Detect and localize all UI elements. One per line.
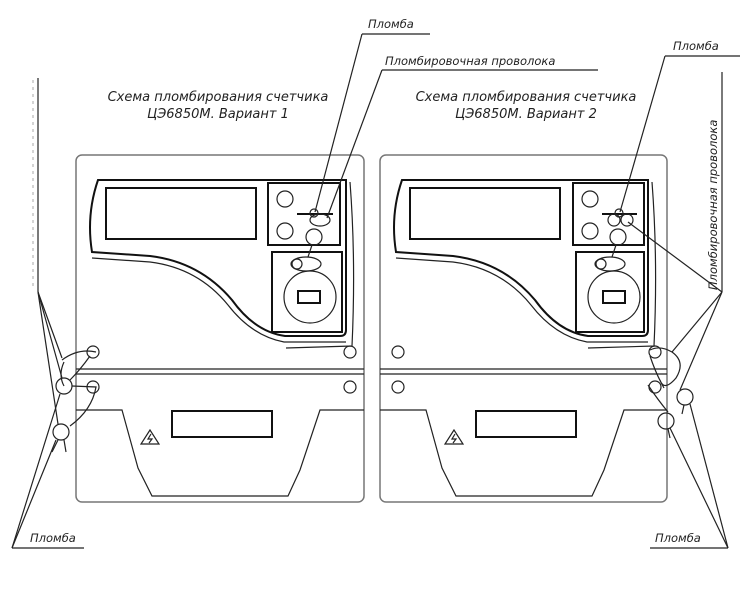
seal-loop <box>309 213 331 227</box>
meter-face-outline <box>587 181 657 349</box>
seal-button <box>305 228 323 246</box>
leader-seal <box>314 33 363 213</box>
leader-bottom-2 <box>11 439 57 549</box>
screw-bottom-right <box>343 380 357 394</box>
port-latch-pin <box>291 258 303 270</box>
optical-port <box>283 270 337 324</box>
label-plate <box>171 410 273 438</box>
wire-end-2 <box>667 428 671 439</box>
seal-wire-loops <box>647 347 681 413</box>
button-block <box>267 182 341 246</box>
optical-port <box>587 270 641 324</box>
leader-wire <box>627 221 723 293</box>
external-seal-2 <box>52 423 70 441</box>
wire-end <box>681 404 685 415</box>
meter-face-contour <box>91 257 346 343</box>
seal-loop <box>607 213 621 227</box>
screw-bottom-right <box>648 380 662 394</box>
optical-port-block <box>271 251 343 333</box>
leader-bottom-2 <box>669 427 729 549</box>
label-plate <box>475 410 577 438</box>
leader-3 <box>37 291 59 425</box>
meter-body <box>75 154 365 503</box>
external-seal-1 <box>676 388 694 406</box>
button-lower <box>276 222 294 240</box>
screw-top-left <box>391 345 405 359</box>
title-variant-2-line1: Схема пломбирования счетчика <box>416 90 637 105</box>
label-wire-vertical-v2: Пломбировочная проволока <box>706 120 720 290</box>
wire-end-2 <box>63 439 67 453</box>
meter-variant-1 <box>11 33 598 549</box>
warning-icon <box>443 428 465 445</box>
button-block <box>572 182 645 246</box>
optical-port-block <box>575 251 645 333</box>
seal-wire-loops <box>60 350 97 427</box>
title-variant-1-line1: Схема пломбирования счетчика <box>108 90 329 105</box>
leader-2 <box>37 291 63 379</box>
leader-bottom-1 <box>689 403 729 549</box>
label-seal-top-v1: Пломба <box>368 17 414 31</box>
screw-top-left <box>86 345 100 359</box>
meter-face-panel <box>393 179 649 337</box>
screw-bottom-left <box>391 380 405 394</box>
lcd-display <box>409 187 561 240</box>
leader-2 <box>679 291 723 391</box>
seal-top <box>309 208 319 218</box>
external-seal-2 <box>657 412 675 430</box>
label-seal-bottom-v1: Пломба <box>30 531 76 545</box>
leader-1 <box>671 291 723 353</box>
title-variant-1-line2: ЦЭ6850М. Вариант 1 <box>147 107 289 122</box>
meter-face-panel <box>89 179 347 337</box>
lcd-display <box>105 187 257 240</box>
screw-top-right <box>343 345 357 359</box>
button-upper <box>581 190 599 208</box>
wire-segment <box>307 244 313 258</box>
wire-end <box>51 439 59 453</box>
label-wire-top-v1: Пломбировочная проволока <box>385 54 555 68</box>
title-variant-2-line2: ЦЭ6850М. Вариант 2 <box>455 107 597 122</box>
optical-window <box>297 290 321 304</box>
terminal-cover <box>76 409 364 497</box>
terminal-cover <box>380 409 667 497</box>
meter-face-outline <box>285 181 355 349</box>
meter-body <box>379 154 668 503</box>
leader-1 <box>37 291 63 359</box>
button-upper <box>276 190 294 208</box>
label-seal-bottom-v2: Пломба <box>655 531 701 545</box>
leader-bottom-1 <box>11 393 61 549</box>
port-latch-pin <box>595 258 607 270</box>
screw-top-right <box>648 345 662 359</box>
button-lower <box>581 222 599 240</box>
leader-seal <box>619 55 666 213</box>
seal-loop-2 <box>620 213 634 227</box>
label-seal-top-v2: Пломба <box>673 39 719 53</box>
meter-variant-2 <box>379 55 740 549</box>
meter-face-contour <box>395 257 648 343</box>
wire-segment <box>611 244 617 258</box>
warning-icon <box>139 428 161 445</box>
optical-window <box>602 290 626 304</box>
seal-button <box>609 228 627 246</box>
leader-wire <box>326 69 383 219</box>
